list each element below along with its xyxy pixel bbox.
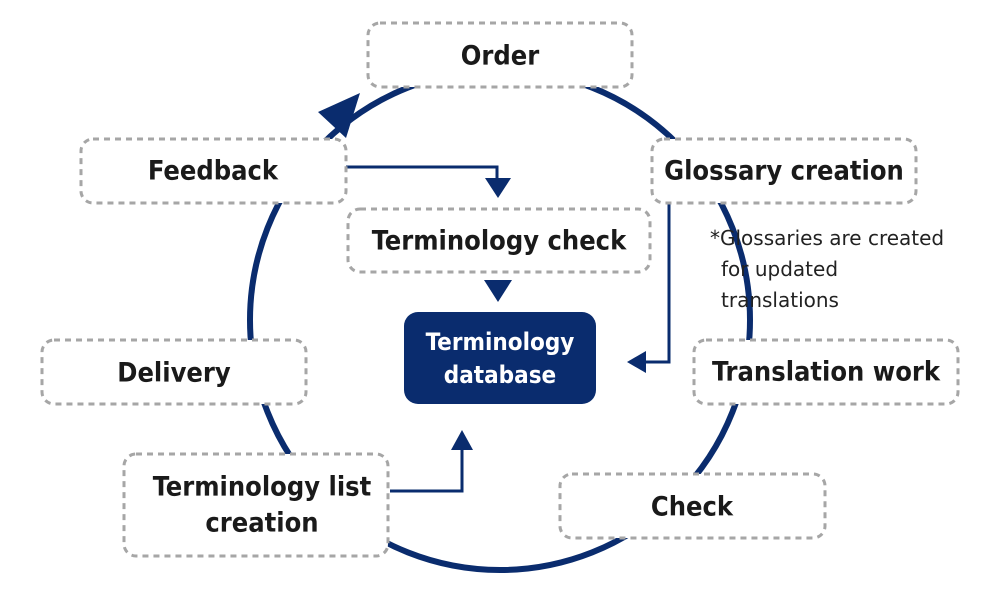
node-terminology-list-label-line1: Terminology list [153,472,372,503]
list-to-database-connector [390,448,464,493]
node-check-label: Check [651,492,734,523]
node-delivery: Delivery [40,338,308,406]
feedback-to-check-connector [346,165,499,180]
glossary-to-database-arrowhead [627,351,646,373]
node-delivery-label: Delivery [117,358,231,389]
node-terminology-check: Terminology check [346,207,652,274]
node-database-label-line2: database [444,361,556,389]
list-to-database-arrowhead [451,430,473,450]
node-terminology-check-label: Terminology check [372,226,627,257]
node-feedback: Feedback [79,137,348,205]
glossary-note-line1: *Glossaries are created [710,226,944,250]
node-feedback-label: Feedback [148,156,279,187]
glossary-note-line2: for updated [721,257,838,281]
glossary-note: *Glossaries are created for updated tran… [710,226,944,312]
check-to-database-arrowhead [484,280,512,302]
node-terminology-list-creation: Terminology list creation [122,452,390,558]
node-terminology-database: Terminology database [404,312,596,404]
feedback-to-check-arrowhead [485,178,511,198]
node-translation-work-label: Translation work [712,357,941,388]
node-order: Order [366,21,634,89]
node-database-label-line1: Terminology [426,328,575,356]
node-glossary-creation: Glossary creation [650,137,918,205]
cycle-arrowhead [318,93,360,138]
glossary-to-database-connector [645,204,671,364]
node-glossary-creation-label: Glossary creation [664,156,904,187]
node-translation-work: Translation work [692,338,960,406]
node-check: Check [558,472,827,540]
glossary-note-line3: translations [721,288,839,312]
node-terminology-list-label-line2: creation [205,508,318,539]
node-order-label: Order [461,41,539,72]
